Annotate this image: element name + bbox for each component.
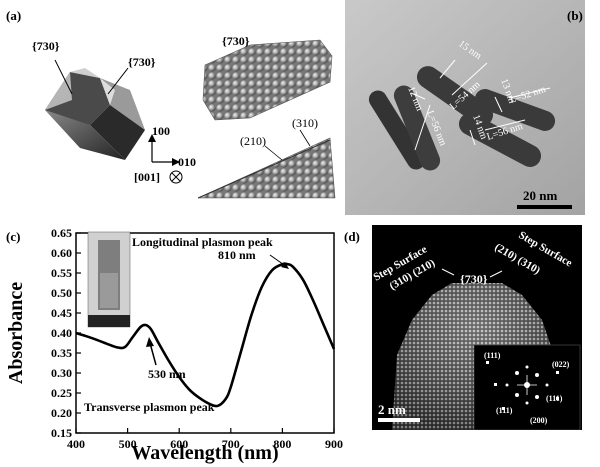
scale-bar [378, 418, 420, 422]
scale-bar [517, 205, 572, 209]
absorbance-curve [75, 262, 336, 408]
panel-b-tem: 12 nm L=56 nm 15 nm L=54 nm 13 nm L=52 n… [345, 0, 600, 215]
x-tick-label: 700 [222, 437, 240, 451]
fft-spot-label: (200) [530, 416, 548, 425]
y-tick-label: 0.40 [51, 326, 72, 340]
annotation-transverse: Transverse plasmon peak [84, 400, 215, 414]
x-tick-label: 600 [170, 437, 188, 451]
panel-a-label: (a) [6, 8, 22, 23]
fft-spot-label: (022) [552, 360, 570, 369]
y-tick-label: 0.50 [51, 286, 72, 300]
y-tick-label: 0.20 [51, 406, 72, 420]
crystal-axis-indicator [148, 134, 183, 184]
polyhedron-model [45, 68, 145, 160]
scale-bar-label: 2 nm [378, 402, 406, 417]
tem-image: 12 nm L=56 nm 15 nm L=54 nm 13 nm L=52 n… [345, 0, 585, 215]
y-tick-label: 0.15 [51, 426, 72, 440]
nanorod [458, 113, 542, 167]
facet-label-left: {730} [32, 39, 60, 53]
fft-spot-label: (111) [484, 351, 501, 360]
x-tick-label: 400 [67, 437, 85, 451]
annotation-longitudinal: Longitudinal plasmon peak [132, 235, 273, 249]
y-axis-label: Absorbance [5, 282, 27, 384]
nanorod [474, 89, 556, 131]
fft-spot-label: (111) [496, 406, 513, 415]
nanorod [416, 66, 494, 126]
fft-spot-label: (111) [546, 394, 563, 403]
scale-bar-label: 20 nm [523, 188, 557, 203]
step-label-210: (210) [240, 134, 266, 148]
y-ticks: 0.15 0.20 0.25 0.30 0.35 0.40 0.45 0.50 0.55 0.60… [51, 226, 81, 440]
nanorod [368, 90, 426, 170]
atomic-facet-model [202, 39, 333, 121]
axis-label-100: 100 [152, 124, 170, 138]
y-tick-label: 0.30 [51, 366, 72, 380]
facet-model-label: {730} [222, 34, 250, 48]
x-tick-label: 800 [273, 437, 291, 451]
annotation-transverse-value: 530 nm [148, 367, 186, 381]
y-tick-label: 0.65 [51, 226, 72, 240]
nanorod [393, 85, 441, 171]
panel-a: (a) [0, 0, 340, 215]
crystal-model-illustration: {730} {730} {730} 100 010 [001] (210) (3… [32, 34, 336, 199]
y-tick-label: 0.60 [51, 246, 72, 260]
panel-d-hrtem: (111) (022) (111) (111) (200) Step Surfa… [372, 225, 582, 430]
facet-label-right: {730} [128, 55, 156, 69]
y-tick-label: 0.35 [51, 346, 72, 360]
axis-label-001: [001] [134, 170, 160, 184]
facet-label: {730} [460, 272, 488, 286]
panel-c-label: (c) [6, 229, 21, 244]
x-ticks: 400 500 600 700 800 900 [67, 428, 343, 451]
peak-arrow-trans [149, 342, 157, 366]
step-label-310: (310) [292, 116, 318, 130]
annotation-longitudinal-value: 810 nm [218, 248, 256, 262]
x-tick-label: 900 [325, 437, 343, 451]
y-tick-label: 0.55 [51, 266, 72, 280]
panel-b-label: (b) [567, 8, 583, 23]
y-tick-label: 0.25 [51, 386, 72, 400]
axis-label-010: 010 [178, 155, 196, 169]
hrtem-image: (111) (022) (111) (111) (200) Step Surfa… [372, 225, 582, 430]
cuvette-photo-inset [87, 231, 131, 328]
fft-inset [473, 344, 581, 430]
y-tick-label: 0.45 [51, 306, 72, 320]
x-tick-label: 500 [119, 437, 137, 451]
panel-d-label: (d) [344, 229, 360, 244]
x-axis-label: Wavelength (nm) [131, 442, 278, 464]
